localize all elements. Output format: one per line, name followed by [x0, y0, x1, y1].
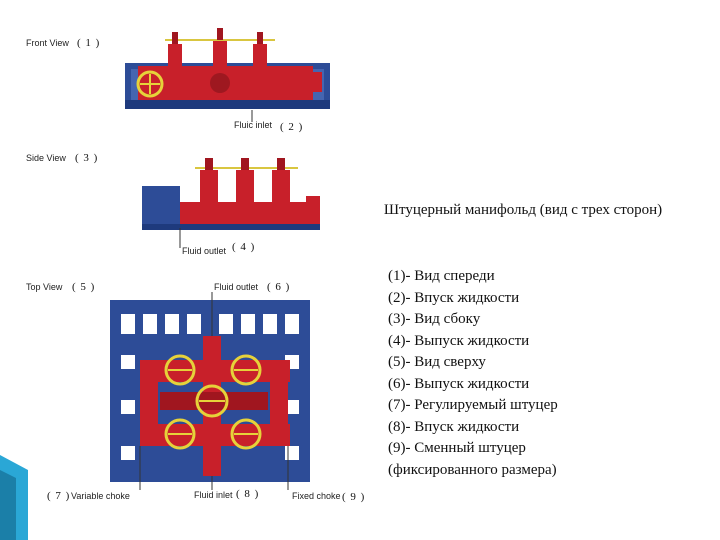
legend-item: (7)- Регулируемый штуцер — [388, 397, 558, 413]
legend-list: (1)- Вид спереди (2)- Впуск жидкости (3)… — [388, 266, 558, 481]
legend-item: (фиксированного размера) — [388, 461, 557, 478]
callout-number-1: ( 1 ) — [77, 37, 101, 49]
side-view-label: Side View — [26, 153, 66, 163]
callout-number-9: ( 9 ) — [342, 491, 366, 503]
side-view-drawing — [142, 158, 320, 230]
fluid-outlet-top-label: Fluid outlet — [214, 282, 259, 292]
top-view-label: Top View — [26, 282, 63, 292]
legend-item: (9)- Сменный штуцер — [388, 440, 526, 456]
legend-item: (4)- Выпуск жидкости — [388, 332, 530, 349]
top-view-drawing — [110, 300, 310, 482]
legend-item: (2)- Впуск жидкости — [388, 289, 520, 306]
legend-item: (1)- Вид спереди — [388, 268, 495, 284]
legend-item: (3)- Вид сбоку — [388, 311, 481, 327]
corner-accent-decoration-dark — [0, 470, 16, 540]
callout-number-8: ( 8 ) — [236, 488, 260, 500]
callout-number-4: ( 4 ) — [232, 241, 256, 253]
callout-number-3: ( 3 ) — [75, 152, 99, 164]
callout-number-6: ( 6 ) — [267, 281, 291, 293]
diagram-title: Штуцерный манифольд (вид с трех сторон) — [383, 202, 663, 218]
front-view-drawing — [125, 28, 330, 109]
fixed-choke-label: Fixed choke — [292, 491, 341, 501]
legend-item: (5)- Вид сверху — [388, 354, 486, 370]
front-view-label: Front View — [26, 38, 69, 48]
legend-item: (6)- Выпуск жидкости — [388, 375, 530, 392]
callout-number-2: ( 2 ) — [280, 121, 304, 133]
callout-number-7: ( 7 ) — [47, 490, 71, 502]
legend-item: (8)- Впуск жидкости — [388, 418, 520, 435]
fluid-inlet-top-label: Fluid inlet — [194, 490, 233, 500]
fluid-outlet-side-label: Fluid outlet — [182, 246, 227, 256]
variable-choke-label: Variable choke — [71, 491, 130, 501]
callout-number-5: ( 5 ) — [72, 281, 96, 293]
fluid-inlet-front-label: Fluic inlet — [234, 120, 273, 130]
